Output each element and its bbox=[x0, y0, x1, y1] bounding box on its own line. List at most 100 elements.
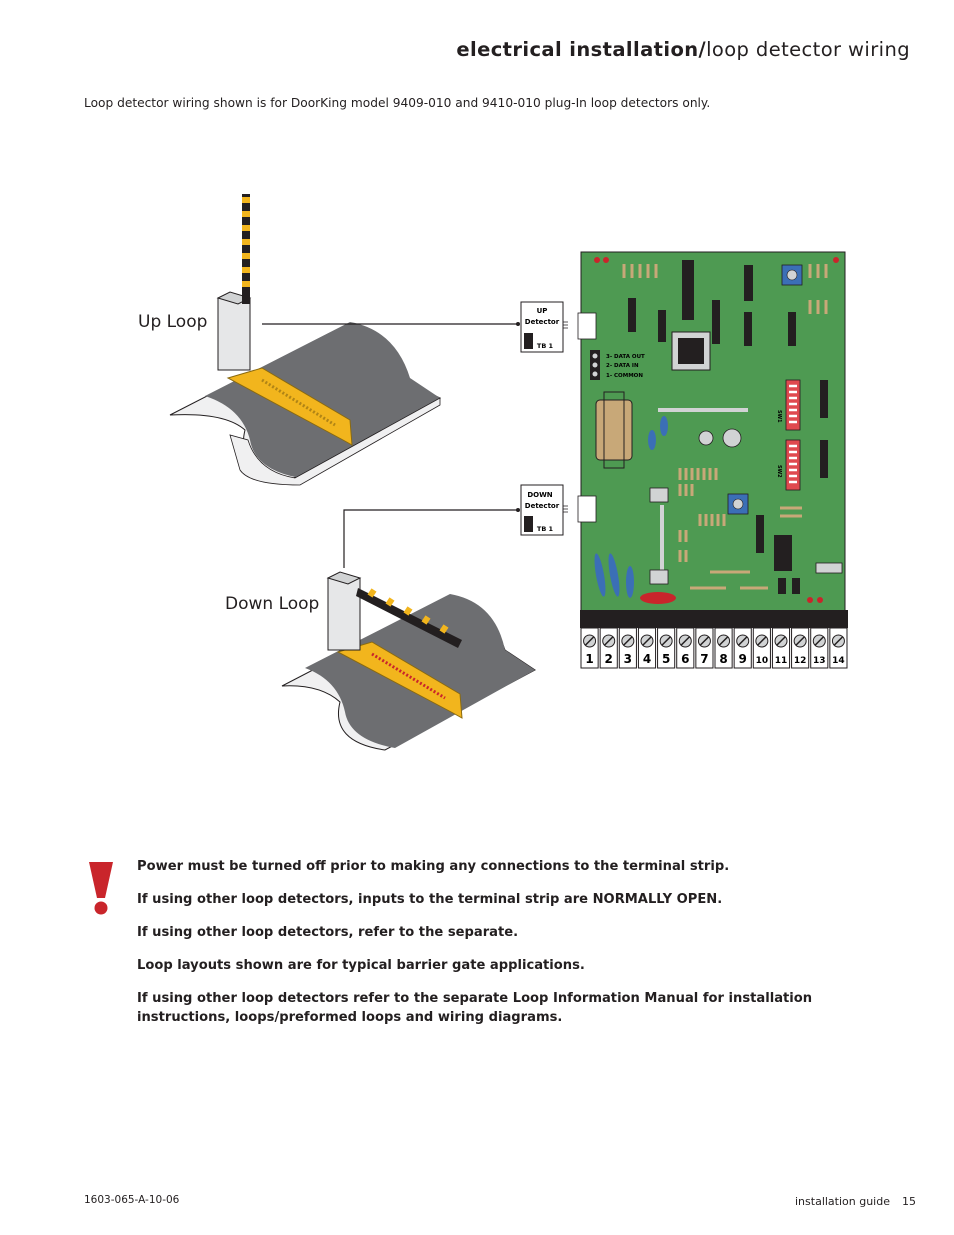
up-detector-tb-label: TB 1 bbox=[537, 342, 554, 350]
warning-item: Power must be turned off prior to making… bbox=[137, 859, 730, 874]
terminal-number: 8 bbox=[719, 652, 727, 666]
terminal-10: 10 bbox=[752, 627, 771, 669]
capacitor-blue bbox=[608, 553, 620, 597]
capacitor-blue bbox=[648, 430, 656, 450]
wiring-diagram: UP Detector TB 1 DOWN Detector TB 1 bbox=[169, 194, 848, 751]
main-ic bbox=[682, 260, 694, 320]
ic-chip bbox=[744, 265, 753, 301]
sw1-label: SW1 bbox=[776, 410, 782, 423]
capacitor bbox=[698, 430, 714, 446]
capacitor-blue bbox=[594, 553, 606, 597]
fuse bbox=[640, 592, 676, 604]
terminal-number: 10 bbox=[756, 656, 769, 666]
common-label: 1- COMMON bbox=[606, 373, 643, 379]
down-detector-tb-label: TB 1 bbox=[537, 525, 554, 533]
terminal-number: 9 bbox=[739, 652, 747, 666]
up-detector-connector bbox=[524, 333, 533, 349]
heatsink bbox=[658, 408, 748, 575]
header-section: electrical installation/ bbox=[456, 38, 707, 61]
terminal-13: 13 bbox=[810, 627, 829, 669]
terminal-8: 8 bbox=[714, 627, 733, 669]
microcontroller-core bbox=[678, 338, 704, 364]
up-wire-end bbox=[516, 322, 520, 326]
ic-chip bbox=[820, 440, 828, 478]
data-terminal-header bbox=[590, 350, 600, 380]
terminal-number: 14 bbox=[832, 656, 845, 666]
up-road-shoulder bbox=[229, 397, 441, 486]
down-detector-module: DOWN Detector TB 1 bbox=[520, 484, 568, 536]
dip-switch-sw1-toggles bbox=[789, 384, 797, 424]
intro-text: Loop detector wiring shown is for DoorKi… bbox=[84, 96, 711, 110]
terminal-5: 5 bbox=[657, 627, 676, 669]
down-gate-top bbox=[326, 571, 362, 585]
terminal-7: 7 bbox=[695, 627, 714, 669]
up-loop-label: Up Loop bbox=[138, 312, 208, 332]
terminal-11: 11 bbox=[771, 627, 791, 669]
terminal-12: 12 bbox=[791, 627, 810, 669]
capacitor bbox=[722, 428, 742, 448]
terminal-number: 13 bbox=[813, 656, 826, 666]
transformer bbox=[595, 399, 633, 461]
terminal-1: 1 bbox=[580, 627, 599, 669]
ic-chip bbox=[774, 535, 792, 571]
transformer-core bbox=[603, 391, 625, 469]
ic-chip bbox=[712, 300, 720, 344]
terminal-9: 9 bbox=[733, 627, 752, 669]
ic-chip bbox=[788, 312, 796, 346]
down-wire-end bbox=[516, 508, 520, 512]
guide-label: installation guide bbox=[795, 1195, 890, 1208]
down-loop-wire bbox=[343, 509, 518, 568]
trim-pot-top-knob bbox=[786, 269, 798, 281]
document-number: 1603-065-A-10-06 bbox=[84, 1194, 180, 1206]
ic-chip bbox=[792, 578, 800, 594]
down-loop-shape bbox=[336, 641, 463, 719]
ic-chip bbox=[778, 578, 786, 594]
leds bbox=[594, 257, 839, 603]
down-detector-socket bbox=[577, 495, 597, 523]
down-loop-label: Down Loop bbox=[225, 594, 320, 614]
terminal-number: 1 bbox=[585, 652, 593, 666]
control-board: SW1 SW2 bbox=[577, 251, 848, 669]
down-detector-title: DOWN bbox=[527, 491, 552, 499]
page-header: electrical installation/loop detector wi… bbox=[456, 38, 910, 61]
trim-pot-bottom-knob bbox=[732, 498, 744, 510]
page-number: 15 bbox=[902, 1195, 916, 1208]
up-detector-title: UP bbox=[537, 307, 548, 315]
up-gate-operator bbox=[217, 297, 251, 371]
relay bbox=[815, 562, 843, 574]
ic-chip bbox=[628, 298, 636, 332]
ic-chip bbox=[820, 380, 828, 418]
up-gate-arm-stripes bbox=[242, 197, 250, 287]
terminal-3: 3 bbox=[618, 627, 637, 669]
terminal-number: 6 bbox=[681, 652, 689, 666]
up-loop-shape bbox=[226, 367, 353, 446]
up-gate-arm bbox=[242, 194, 250, 304]
down-gate-arm-stripes bbox=[367, 588, 449, 634]
terminal-number: 12 bbox=[794, 656, 807, 666]
terminal-number: 2 bbox=[605, 652, 613, 666]
regulator bbox=[649, 569, 669, 585]
terminal-number: 11 bbox=[775, 656, 788, 666]
capacitor-blue bbox=[626, 566, 634, 598]
warning-item: Loop layouts shown are for typical barri… bbox=[137, 958, 585, 973]
terminal-6: 6 bbox=[676, 627, 695, 669]
resistor-array bbox=[622, 264, 828, 590]
ic-chip bbox=[658, 310, 666, 342]
capacitor-blue bbox=[660, 416, 668, 436]
dip-switch-sw2-toggles bbox=[789, 444, 797, 484]
down-detector-subtitle: Detector bbox=[525, 502, 560, 510]
warning-item: If using other loop detectors, inputs to… bbox=[137, 892, 723, 907]
up-road-asphalt bbox=[205, 322, 440, 478]
regulator bbox=[649, 487, 669, 503]
down-loop-illustration bbox=[281, 571, 536, 751]
ic-chip bbox=[744, 312, 752, 346]
header-subsection: loop detector wiring bbox=[706, 38, 910, 61]
down-gate-operator bbox=[327, 577, 361, 651]
sw2-label: SW2 bbox=[776, 465, 782, 478]
up-detector-module: UP Detector TB 1 bbox=[520, 301, 568, 353]
up-detector-pins bbox=[563, 321, 568, 329]
terminal-number: 4 bbox=[643, 652, 651, 666]
data-in-label: 2- DATA IN bbox=[606, 363, 639, 369]
up-loop-illustration bbox=[169, 194, 442, 486]
